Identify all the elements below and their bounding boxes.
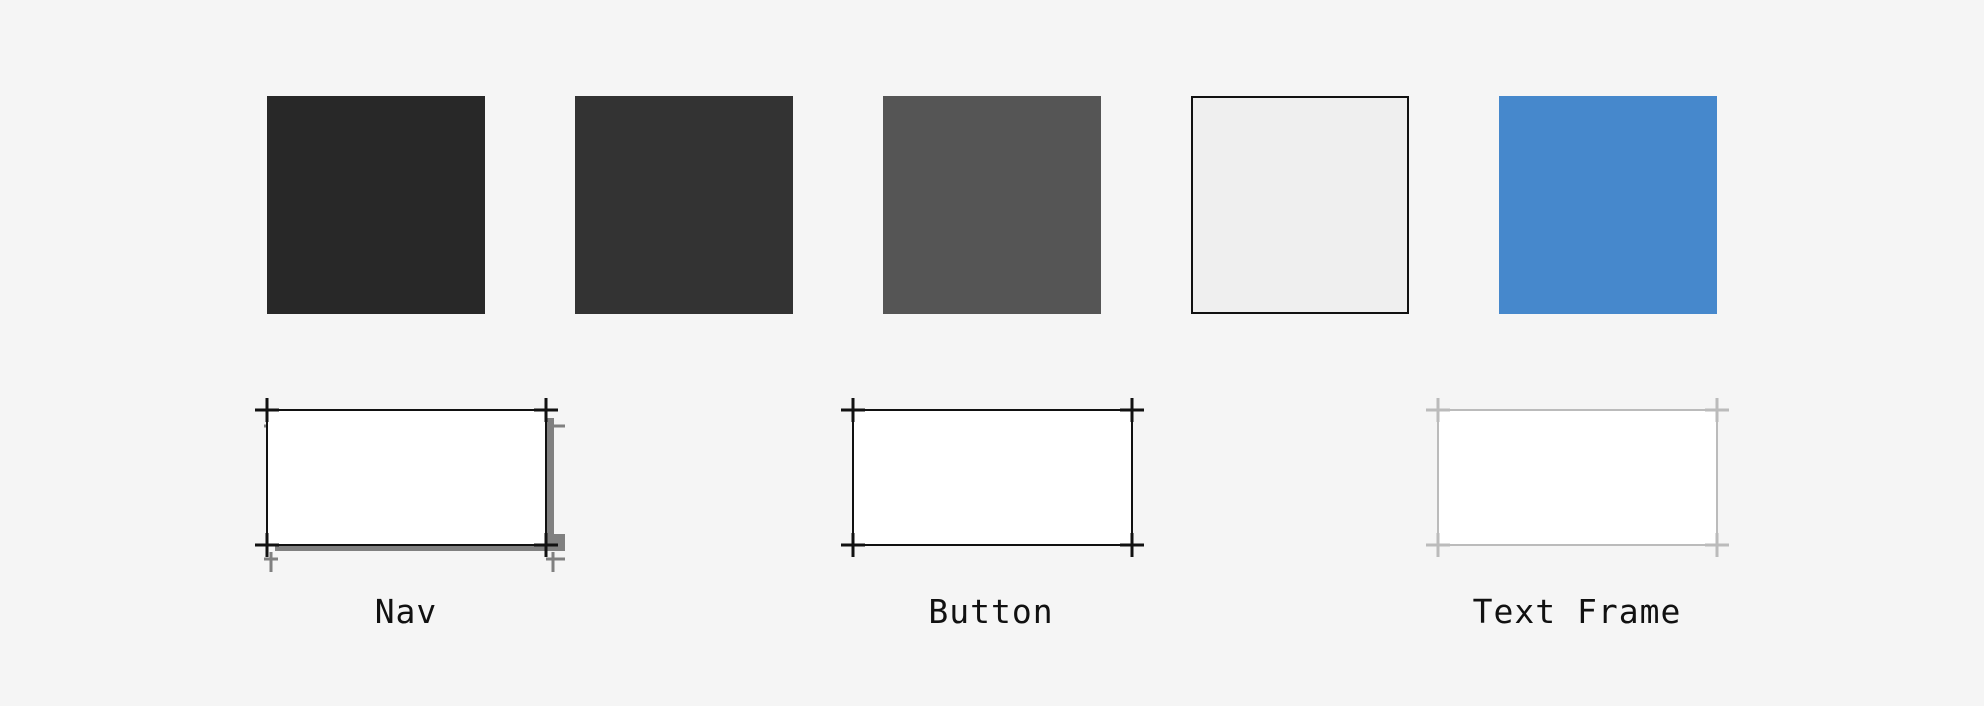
nav-shadow-side	[545, 418, 554, 551]
nav-frame	[266, 409, 547, 546]
text-frame-frame	[1437, 409, 1718, 546]
button-label: Button	[928, 592, 1054, 631]
nav-frame-graphic	[255, 398, 565, 572]
color-swatch-near-black	[267, 96, 485, 314]
nav-corner-marks	[255, 398, 558, 557]
button-corner-marks	[841, 398, 1144, 557]
button-component	[841, 398, 1144, 580]
color-swatch-light-gray	[1191, 96, 1409, 314]
color-swatch-mid-gray	[883, 96, 1101, 314]
text-frame-label: Text Frame	[1472, 592, 1682, 631]
color-swatch-blue	[1499, 96, 1717, 314]
color-swatch-dark-gray	[575, 96, 793, 314]
nav-label: Nav	[374, 592, 438, 631]
text-frame-corner-marks	[1426, 398, 1729, 557]
text-frame-graphic	[1426, 398, 1729, 557]
text-frame-component	[1426, 398, 1729, 580]
nav-component	[255, 398, 565, 580]
button-frame	[852, 409, 1133, 546]
button-frame-graphic	[841, 398, 1144, 557]
